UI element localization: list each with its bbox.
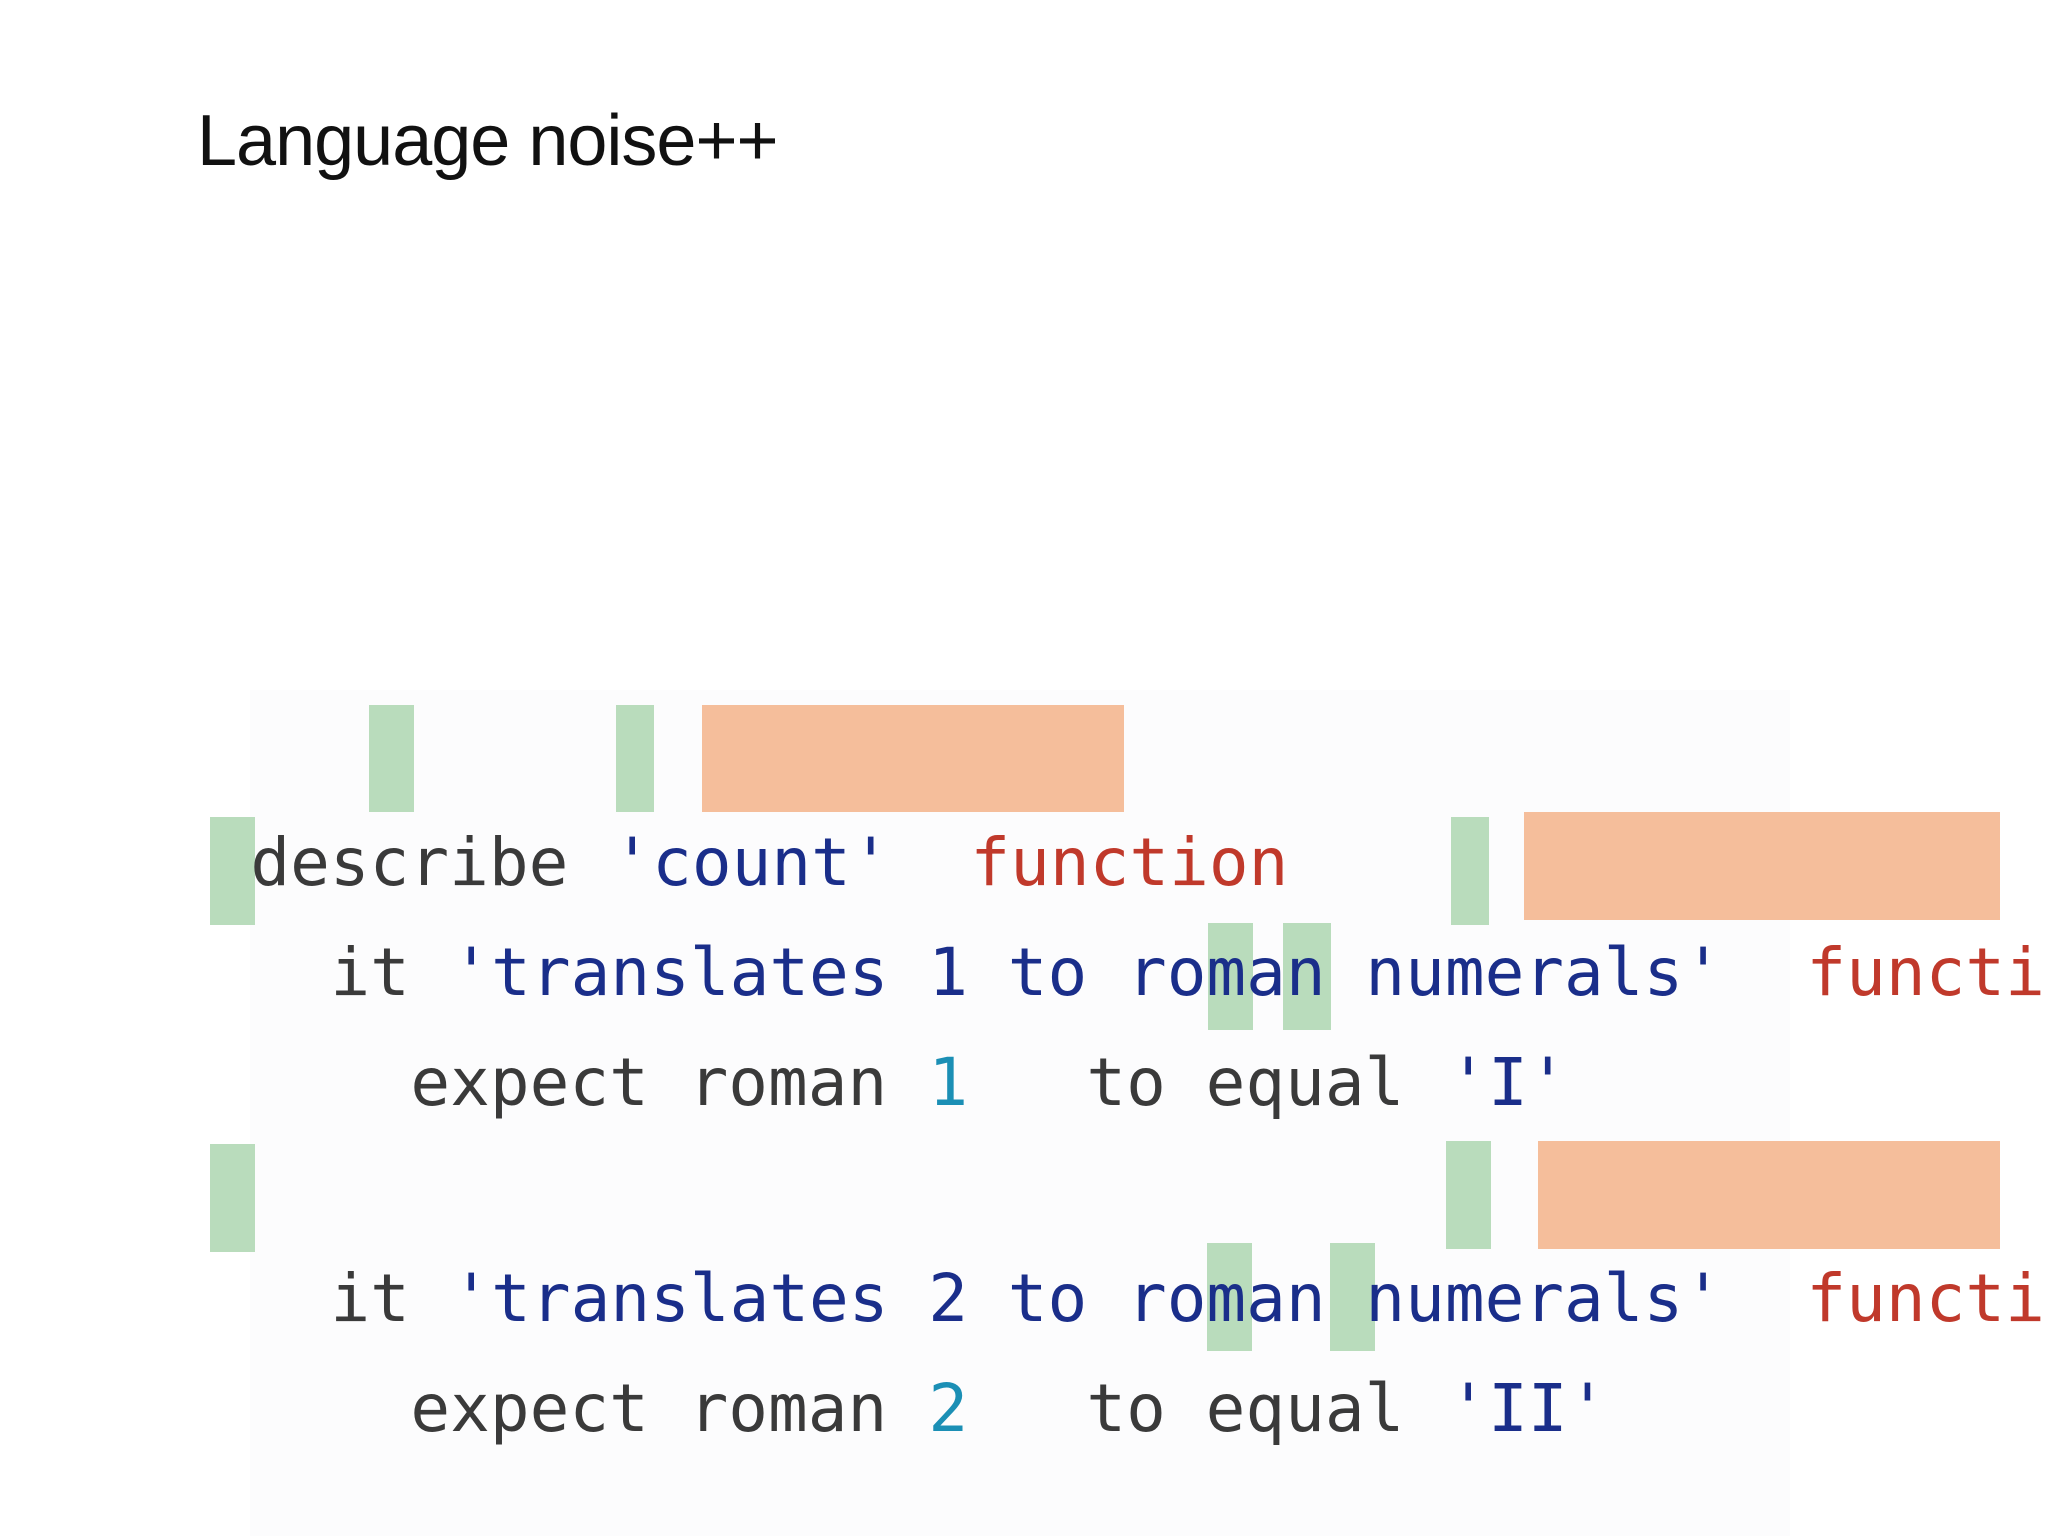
expected-string: 'II' [1210,1244,1607,1447]
number-literal: 2 [690,1244,968,1447]
string-text: count [652,824,851,901]
expected-string: 'I' [1210,918,1567,1121]
code-line-describe: describe [12,698,568,901]
quote-highlight [616,705,654,812]
quote-open: ' [1448,1370,1489,1447]
it-keyword: it [330,1260,410,1337]
string-text: to roman numerals [968,1260,1684,1337]
to-equal: to equal [1086,1370,1405,1447]
quote-open: ' [612,824,653,901]
quote-highlight [1207,1243,1252,1351]
code-line-expect: expect roman [172,1244,887,1447]
string-text: translates [491,1260,929,1337]
expect-roman: expect roman [410,1044,888,1121]
function-keyword: function [1568,808,2048,1011]
matcher: to equal [848,1244,1404,1447]
function-label: function [1806,1260,2048,1337]
quote-close: ' [1567,1370,1608,1447]
quote-open: ' [451,1260,492,1337]
string-literal: 'translates 2 to roman numerals' [213,1134,1723,1337]
number-literal: 1 [690,918,968,1121]
quote-open: ' [451,934,492,1011]
string-number: 1 [928,934,969,1011]
string-number: 2 [928,1260,969,1337]
string-text: translates [491,934,929,1011]
expected-value: II [1488,1370,1568,1447]
quote-close: ' [1683,1260,1724,1337]
quote-highlight [1208,923,1253,1030]
function-label: function [1806,934,2048,1011]
function-highlight [1538,1141,2000,1249]
quote-close: ' [1683,934,1724,1011]
code-line-it: it [92,1134,409,1337]
function-highlight [702,705,1124,812]
string-text: to roman numerals [968,934,1684,1011]
it-keyword: it [330,934,410,1011]
quote-highlight [210,1144,255,1252]
function-keyword: function [1568,1134,2048,1337]
quote-highlight [1451,817,1489,925]
expect-roman: expect roman [410,1370,888,1447]
to-equal: to equal [1086,1044,1405,1121]
code-line-expect: expect roman [172,918,887,1121]
string-literal: 'translates 1 to roman numerals' [213,808,1723,1011]
describe-keyword: describe [250,824,569,901]
function-keyword: function [732,698,1288,901]
quote-close: ' [1527,1044,1568,1121]
number-value: 2 [928,1370,969,1447]
quote-highlight [1330,1243,1375,1351]
quote-highlight [1446,1141,1491,1249]
quote-highlight [210,817,255,925]
function-highlight [1524,812,2000,920]
matcher: to equal [848,918,1404,1121]
expected-value: I [1488,1044,1528,1121]
quote-highlight [1283,923,1331,1030]
slide-title: Language noise++ [197,101,779,181]
function-label: function [970,824,1289,901]
quote-open: ' [1448,1044,1489,1121]
string-literal: 'count' [374,698,890,901]
number-value: 1 [928,1044,969,1121]
code-line-it: it [92,808,409,1011]
quote-highlight [369,705,414,812]
quote-close: ' [850,824,891,901]
